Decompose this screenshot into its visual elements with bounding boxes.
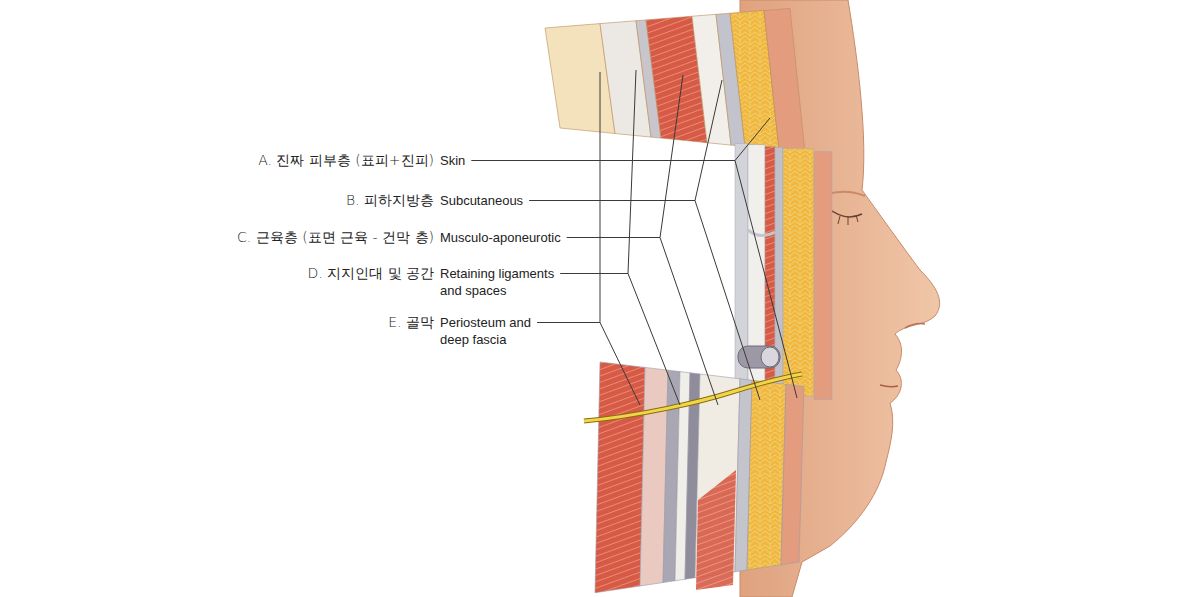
lower-tissue-slab-part [696,470,736,590]
leader-line [660,75,683,238]
face-profile-part [905,324,925,329]
leader-line [529,200,695,201]
layer-label-english: Retaining ligaments and spaces [440,265,565,299]
nerve-and-duct-part [584,374,802,421]
tissue-wall-part [748,230,775,236]
tissue-wall-part [783,148,814,396]
leader-line [471,160,735,161]
leader-line [735,118,770,161]
leader-line [735,161,797,399]
layer-label-english: Subcutaneous [440,192,560,209]
face-profile-part [828,208,862,217]
lower-tissue-slab-part [747,380,786,570]
layer-label-korean: B. 피하지방층 [200,191,434,209]
layer-label-english: Skin [440,152,500,169]
lower-tissue-slab [595,362,804,593]
leader-line [567,237,660,238]
nerve-and-duct-part [584,374,802,421]
leader-line [537,322,600,323]
lower-tissue-slab-part [595,362,645,593]
tissue-wall [735,144,832,400]
upper-tissue-slab-part [764,8,805,152]
nerve-and-duct-part [738,346,780,368]
layer-label-korean: E. 골막 [200,313,434,331]
layer-label-korean: A. 진짜 피부층 (표피+진피) [200,151,434,169]
leader-line [628,274,680,406]
layer-label-english: Periosteum and deep fascia [440,314,545,348]
layer-label-korean: C. 근육층 (표면 근육 - 건막 층) [200,228,434,246]
layer-label-korean: D. 지지인대 및 공간 [200,264,434,282]
leader-line [600,323,640,406]
face-profile-part [828,212,858,225]
tissue-wall-part [814,151,832,399]
leader-line [660,238,718,406]
leader-line [628,70,636,274]
nerve-and-duct-part [761,347,779,367]
leader-line [695,80,722,201]
leader-line [600,72,601,323]
lower-tissue-slab-part [781,384,804,565]
leader-line [695,201,760,401]
face-profile-part [880,385,898,387]
leader-line [560,273,628,274]
layer-label-english: Musculo-aponeurotic [440,229,600,246]
